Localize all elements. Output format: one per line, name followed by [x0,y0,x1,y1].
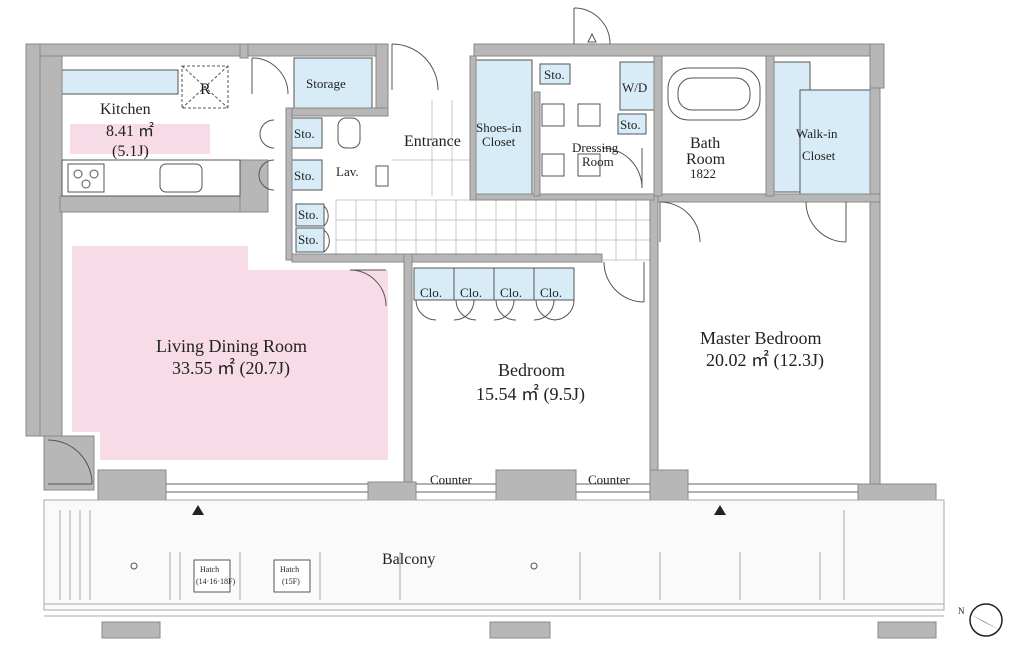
hatch-1-line1: Hatch [200,565,219,574]
bath-room-line1: Bath [690,135,720,152]
bedroom-area: 15.54 ㎡ (9.5J) [476,383,585,405]
washer-area [619,61,657,111]
sto-boxes [289,63,647,253]
walkin-closet-fill-2 [799,89,873,195]
clo-label-1: Clo. [420,285,442,300]
storage-fill [293,57,373,109]
walkin-closet-line2: Closet [802,148,836,163]
clo-label-4: Clo. [540,285,562,300]
master-bedroom-area: 20.02 ㎡ (12.3J) [706,349,824,371]
entrance-label: Entrance [404,133,461,150]
sto-label-2: Sto. [294,168,315,183]
bedroom-label: Bedroom [498,360,565,380]
shoes-closet-line1: Shoes-in [476,120,522,135]
svg-text:N: N [958,606,965,616]
hatch-2-line1: Hatch [280,565,299,574]
counter-label-2: Counter [588,472,631,487]
kitchen-area-highlight [70,124,210,154]
dressing-box-3 [577,103,601,127]
hatch-box-2 [273,559,311,593]
door-swings [47,7,847,485]
shoes-closet-fill [473,59,533,196]
bath-room-size: 1822 [690,166,716,181]
kitchen-area: 8.41 ㎡ [106,122,154,140]
balcony-label: Balcony [382,551,435,568]
dressing-room-line2: Room [582,154,614,169]
lav-label: Lav. [336,164,359,179]
north-compass-icon: N [958,603,1003,637]
hatch-2-line2: (15F) [282,577,300,586]
toilet-icon [337,117,361,149]
windows [166,483,858,493]
sto-label-4: Sto. [298,232,319,247]
entrance-arrow-icon [587,32,597,43]
walkin-closet-line1: Walk-in [796,126,838,141]
dressing-box-4 [577,153,601,177]
fixtures [337,67,761,187]
living-room-label: Living Dining Room [156,336,307,356]
storage-label: Storage [306,76,346,91]
sto-label-3: Sto. [298,207,319,222]
living-room-area: 33.55 ㎡ (20.7J) [172,357,290,379]
washer-label: W/D [622,80,647,95]
lav-sink-icon [375,165,389,187]
kitchen-upper-cabinet [61,69,179,95]
sink-icon [159,163,203,193]
sto-label-1: Sto. [294,126,315,141]
kitchen-tatami: (5.1J) [112,143,149,160]
kitchen-label: Kitchen [100,101,151,118]
shoes-closet-line2: Closet [482,134,516,149]
sto-label-6: Sto. [620,117,641,132]
refrigerator-label: R [200,81,211,98]
clo-label-3: Clo. [500,285,522,300]
dressing-room-line1: Dressing [572,140,619,155]
clo-label-2: Clo. [460,285,482,300]
bedroom-closets [413,267,575,301]
sto-label-5: Sto. [544,67,565,82]
balcony-markers [130,32,726,570]
drain-arrow-icon-2 [714,505,726,515]
drain-arrow-icon [192,505,204,515]
hatch-1-line2: (14·16·18F) [196,577,235,586]
living-area-highlight [72,246,388,460]
counter-label-1: Counter [430,472,473,487]
hatch-box-1 [193,559,231,593]
dressing-box-1 [541,103,565,127]
dressing-box-2 [541,153,565,177]
balcony-deck [43,499,945,617]
master-bedroom-label: Master Bedroom [700,328,821,348]
bath-room-line2: Room [686,151,726,168]
kitchen-counter [61,65,241,197]
